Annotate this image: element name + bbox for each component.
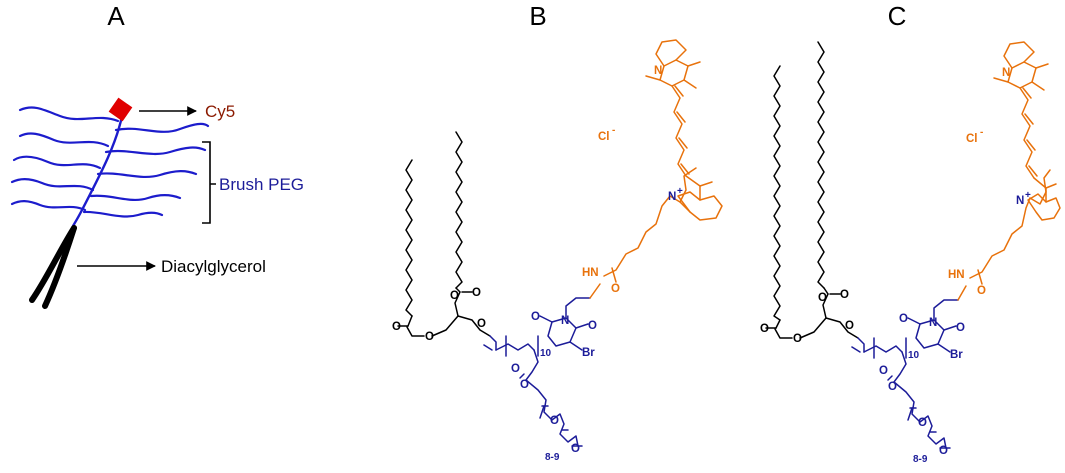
peg-backbone-c [851, 337, 951, 449]
repeat-ten-c: 10 [908, 350, 920, 361]
lipid-tail-left [405, 159, 413, 317]
peg-o-c4: O [939, 445, 948, 457]
repeat-peg-c: 8-9 [913, 454, 928, 465]
chloride-b: Cl [598, 131, 610, 143]
cy5-n-charge-c: + [1025, 190, 1031, 201]
ester-o-c2: O [793, 333, 802, 345]
panel-label-b: B [529, 1, 546, 31]
amide-o-b: O [611, 283, 620, 295]
maleimide-n-c: N [929, 317, 937, 329]
cy5-n-charge-b: + [677, 186, 683, 197]
bromine-b: Br [582, 347, 595, 359]
brush-bracket [202, 141, 216, 224]
maleimide-ring-c [907, 299, 959, 353]
chloride-charge-c: - [980, 127, 983, 138]
peg-o-b2: O [520, 379, 529, 391]
amide-o-c: O [977, 285, 986, 297]
peg-backbone-b [483, 335, 583, 447]
peg-o-b1: O [511, 363, 520, 375]
lipid-tail-right-c [817, 41, 825, 289]
maleimide-o-c1: O [899, 313, 908, 325]
lipid-tail-left-c [773, 65, 781, 321]
structure-b: O O O O O 10 O O O O 8-9 N [392, 39, 723, 463]
ester-o-b2: O [425, 331, 434, 343]
glycerol-core-c [765, 287, 859, 339]
ester-o-b3: O [450, 290, 459, 302]
lipid-tails [29, 225, 77, 309]
peg-side-chains [10, 106, 210, 218]
amide-hn-b: HN [582, 267, 599, 279]
peg-o-c2: O [888, 381, 897, 393]
lipid-tail-right [455, 131, 463, 289]
chloride-charge-b: - [612, 125, 615, 136]
cy5-n-lower-c: N [1016, 195, 1024, 207]
structure-c: O O O O O 10 O O O O 8-9 N [760, 41, 1061, 465]
cy5-dye-b [645, 39, 723, 221]
cy5-marker [108, 97, 133, 122]
ester-o-c5: O [845, 320, 854, 332]
ester-o-b4: O [472, 287, 481, 299]
cy5-n-upper-b: N [654, 65, 662, 77]
peg-backbone [71, 114, 124, 228]
chloride-c: Cl [966, 133, 978, 145]
glycerol-core [397, 287, 491, 337]
maleimide-o-b2: O [588, 320, 597, 332]
ester-o-c4: O [840, 289, 849, 301]
repeat-peg-b: 8-9 [545, 452, 560, 463]
dye-linker-c [957, 169, 1051, 301]
peg-o-b3: O [550, 415, 559, 427]
ester-o-c1: O [760, 323, 769, 335]
ester-o-b5: O [477, 318, 486, 330]
maleimide-n-b: N [561, 315, 569, 327]
panel-label-c: C [888, 1, 907, 31]
schematic-a: Cy5 Brush PEG Diacylglycerol [10, 97, 304, 309]
cy5-n-upper-c: N [1002, 67, 1010, 79]
panel-label-a: A [107, 1, 125, 31]
cy5-dye-c [993, 41, 1061, 221]
ester-o-b1: O [392, 321, 401, 333]
cy5-n-lower-b: N [668, 191, 676, 203]
peg-o-b4: O [571, 443, 580, 455]
maleimide-ring-b [539, 297, 591, 351]
diacylglycerol-label: Diacylglycerol [161, 257, 266, 276]
peg-o-c1: O [879, 365, 888, 377]
amide-hn-c: HN [948, 269, 965, 281]
brush-peg-label: Brush PEG [219, 175, 304, 194]
ester-o-c3: O [818, 292, 827, 304]
repeat-ten-b: 10 [540, 348, 552, 359]
maleimide-o-c2: O [956, 322, 965, 334]
maleimide-o-b1: O [531, 311, 540, 323]
peg-o-c3: O [918, 417, 927, 429]
bromine-c: Br [950, 349, 963, 361]
cy5-label: Cy5 [205, 102, 235, 121]
